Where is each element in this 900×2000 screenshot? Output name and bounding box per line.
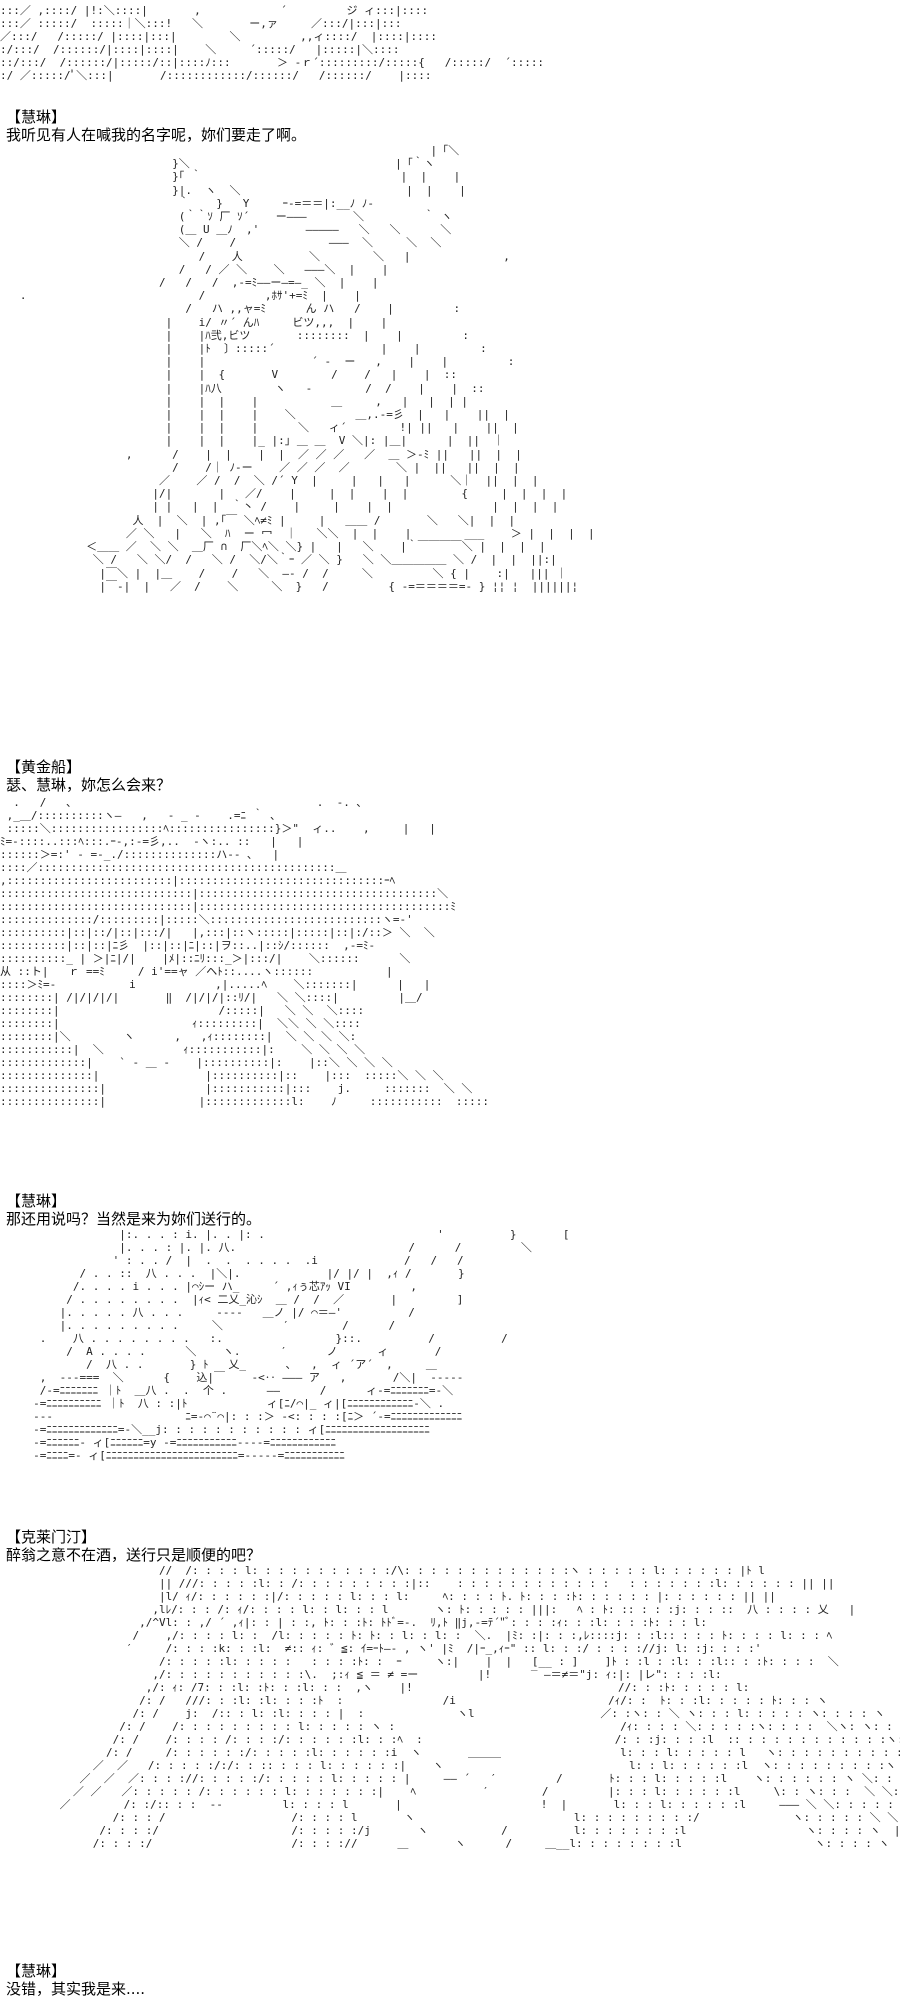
ascii-art-character-3: |:. . . : i. |. . |: . ' } [ |. . . : |.… xyxy=(33,1228,570,1462)
dialogue-line: 没错，其实我是来.... xyxy=(6,1980,146,1998)
dialogue-line: 醉翁之意不在酒，送行只是顺便的吧？ xyxy=(6,1546,262,1564)
speaker-label: 【慧琳】 xyxy=(6,1192,67,1210)
speaker-label: 【黄金船】 xyxy=(6,758,82,776)
dialogue-line: 瑟、慧琳，妳怎么会来？ xyxy=(6,776,172,794)
dialogue-line: 那还用说吗？当然是来为妳们送行的。 xyxy=(6,1210,262,1228)
speaker-label: 【克莱门汀】 xyxy=(6,1528,97,1546)
ascii-art-character-1: |「＼ }＼ |「｀ヽ }｢ ｀ | | | }|. ヽ ＼ | xyxy=(19,144,595,593)
dialogue-line: 我听见有人在喊我的名字呢，妳们要走了啊。 xyxy=(6,126,307,144)
ascii-art-top: :::／ ,::::/ |!:＼::::| , ´ ジ ィ:::|:::: ::… xyxy=(0,4,545,82)
speaker-label: 【慧琳】 xyxy=(6,108,67,126)
speaker-label: 【慧琳】 xyxy=(6,1962,67,1980)
ascii-art-character-2: . / ､ . ‐. ､ ,_＿/::::::::::ヽ― , ‐ _ - .=… xyxy=(0,796,489,1108)
ascii-art-character-4: // /: : : : l: : : : : : : : : : :/\: : … xyxy=(59,1564,900,1850)
